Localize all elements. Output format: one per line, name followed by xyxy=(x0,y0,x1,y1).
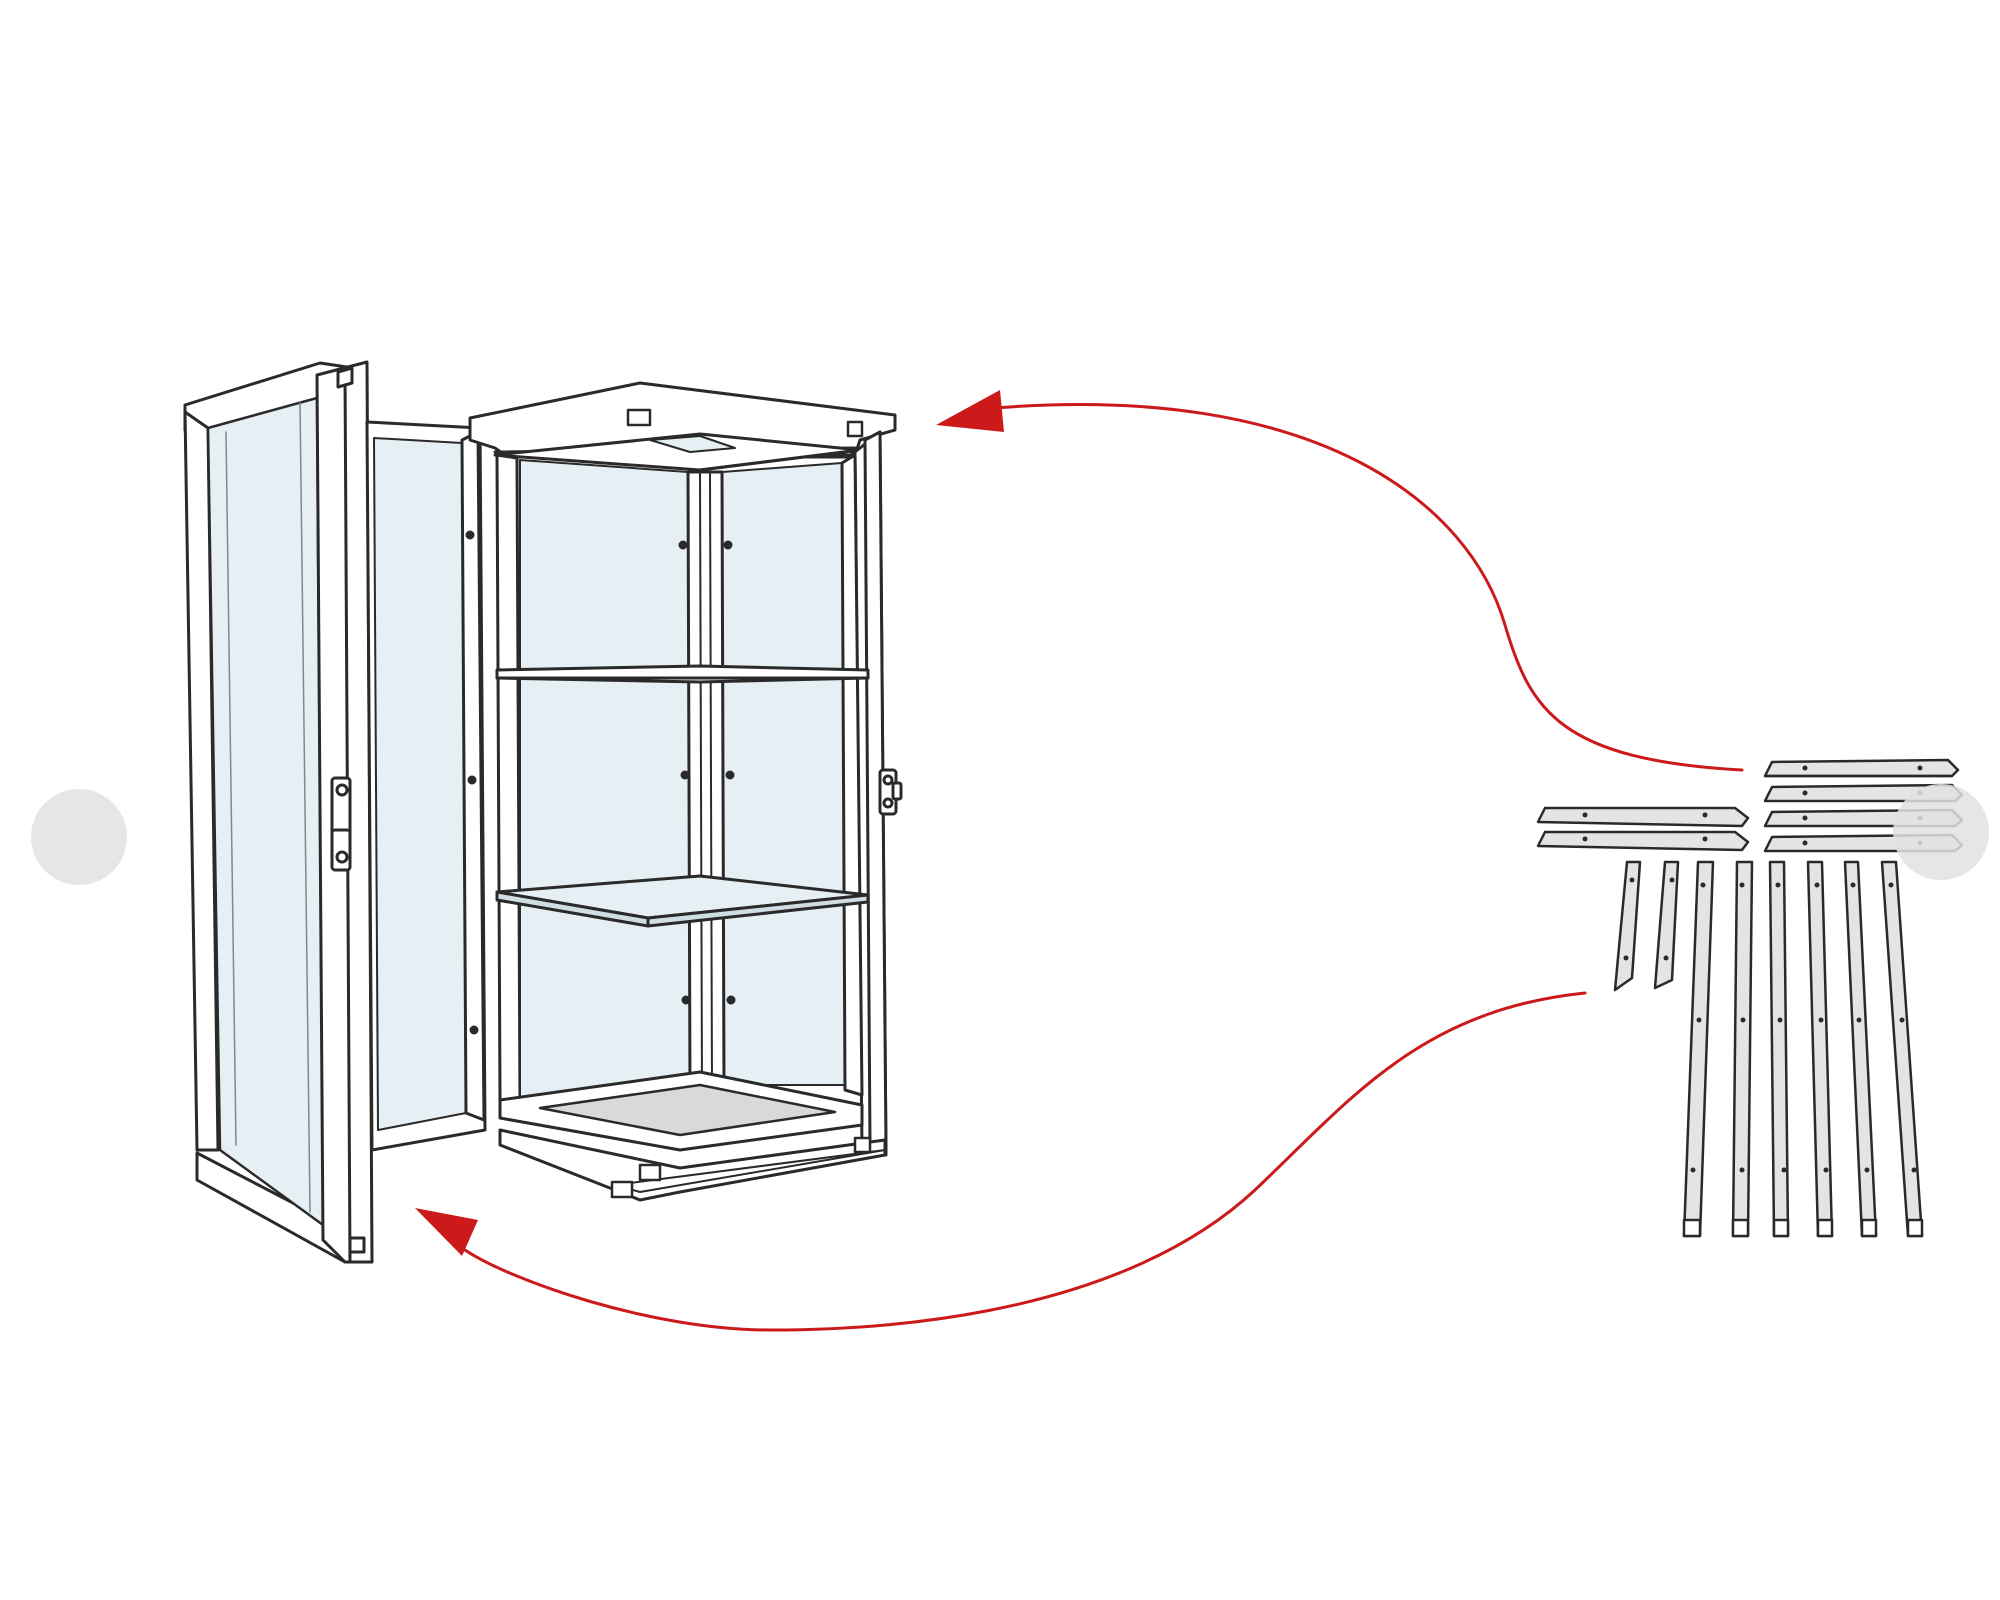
arrow-lower-head xyxy=(415,1208,478,1256)
arrow-upper-head xyxy=(936,390,1004,432)
cabinet-body xyxy=(468,381,903,1202)
back-glass-right xyxy=(721,462,846,1086)
arrow-lower-path xyxy=(463,991,1587,1332)
shelf-upper xyxy=(495,664,870,684)
long-uprights xyxy=(1682,860,1924,1238)
base-tray xyxy=(538,1083,837,1137)
carousel-next-button[interactable] xyxy=(1893,784,1989,880)
back-glass-left xyxy=(519,459,691,1101)
assembly-arrows xyxy=(463,403,1744,1332)
horizontal-bars-left xyxy=(1536,806,1750,852)
carousel-prev-button[interactable] xyxy=(31,789,127,885)
short-uprights xyxy=(1613,860,1680,992)
arrow-upper-path xyxy=(993,403,1744,772)
cabinet-door xyxy=(183,360,374,1264)
frame-parts-kit xyxy=(1536,758,1964,1238)
cabinet-side-panel xyxy=(365,420,487,1152)
end-caps xyxy=(1682,1218,1924,1238)
